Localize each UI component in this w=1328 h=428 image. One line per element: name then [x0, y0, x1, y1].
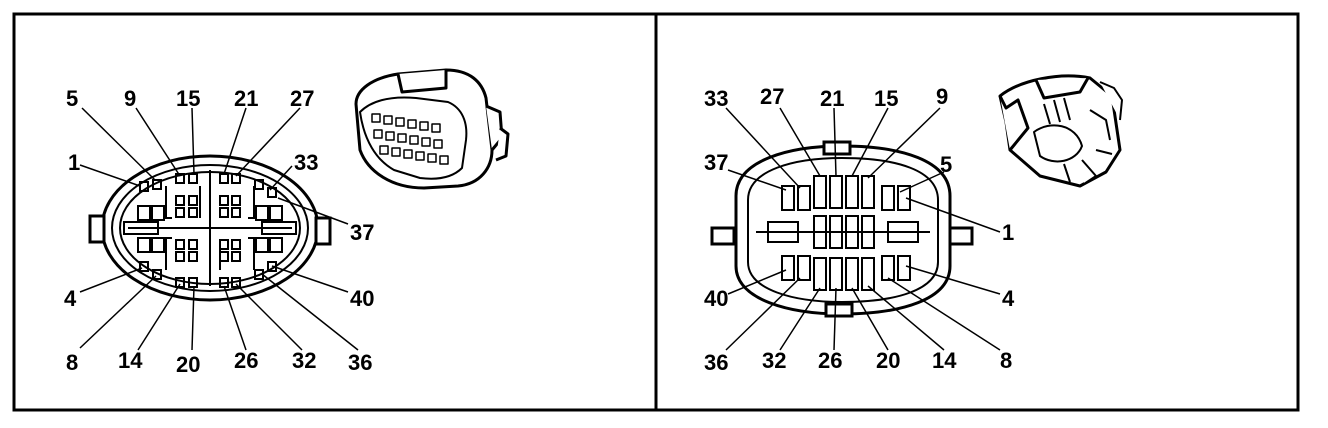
right-leader-lines	[725, 107, 1001, 351]
right-connector-perspective	[998, 74, 1123, 188]
left-pin-label: 4	[64, 286, 77, 311]
right-pin-label: 14	[932, 348, 957, 373]
right-pin-label: 33	[704, 86, 728, 111]
left-pin-label: 5	[66, 86, 78, 111]
left-pin-label: 27	[290, 86, 314, 111]
left-connector-face	[88, 154, 332, 302]
left-pin-label: 21	[234, 86, 258, 111]
right-pin-label: 26	[818, 348, 842, 373]
left-pin-label: 8	[66, 350, 78, 375]
left-panel-frame	[12, 12, 658, 412]
right-connector-face	[710, 140, 974, 318]
left-leader-lines	[79, 107, 359, 351]
left-pin-label: 32	[292, 348, 316, 373]
right-pin-label: 36	[704, 350, 728, 375]
left-pin-label: 36	[348, 350, 372, 375]
left-pin-label: 20	[176, 352, 200, 377]
right-pin-label: 8	[1000, 348, 1012, 373]
left-connector-perspective	[354, 68, 510, 190]
left-pin-label: 33	[294, 150, 318, 175]
right-pin-label: 20	[876, 348, 900, 373]
right-pin-label: 21	[820, 86, 844, 111]
right-pin-label: 27	[760, 84, 784, 109]
right-pin-label: 15	[874, 86, 898, 111]
left-pin-label: 9	[124, 86, 136, 111]
right-pin-label: 9	[936, 84, 948, 109]
right-pin-label: 5	[940, 152, 952, 177]
right-pin-label: 32	[762, 348, 786, 373]
left-pin-label: 40	[350, 286, 374, 311]
left-pin-label: 37	[350, 220, 374, 245]
right-pin-label: 1	[1002, 220, 1014, 245]
left-pin-label: 1	[68, 150, 80, 175]
right-pin-label: 40	[704, 286, 728, 311]
right-panel-frame	[654, 12, 1300, 412]
right-pin-label: 37	[704, 150, 728, 175]
left-pin-label: 14	[118, 348, 143, 373]
left-pin-label: 15	[176, 86, 200, 111]
left-pin-label: 26	[234, 348, 258, 373]
right-pin-label: 4	[1002, 286, 1015, 311]
